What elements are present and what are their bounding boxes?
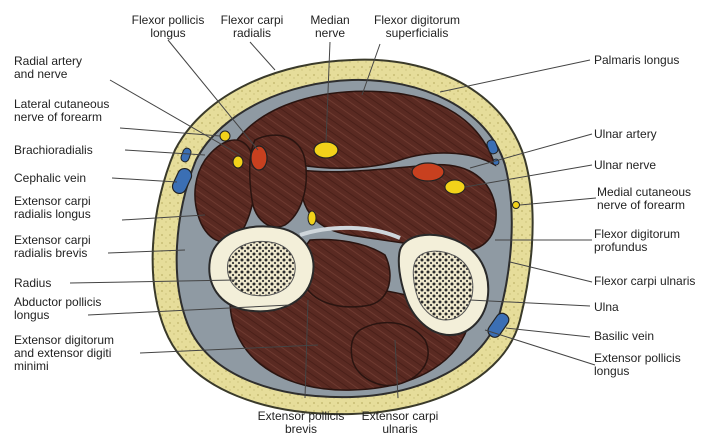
label-radial-artery-and-nerve: Radial artery and nerve [14,55,124,81]
label-extensor-pollicis-longus: Extensor pollicis longus [594,352,699,378]
ulnar-artery-dot [412,163,444,181]
lateral-cutaneous-nerve-dot [220,131,230,141]
label-cephalic-vein: Cephalic vein [14,172,114,185]
label-flexor-digitorum-profundus: Flexor digitorum profundus [594,228,699,254]
label-extensor-pollicis-brevis: Extensor pollicis brevis [246,410,356,436]
median-nerve-dot [314,142,338,158]
label-lateral-cutaneous-nerve: Lateral cutaneous nerve of forearm [14,98,134,124]
label-radius: Radius [14,277,74,290]
label-extensor-digitorum: Extensor digitorum and extensor digiti m… [14,334,144,373]
label-flexor-digitorum-superficialis: Flexor digitorum superficialis [362,14,472,40]
label-ulnar-artery: Ulnar artery [594,128,694,141]
label-abductor-pollicis-longus: Abductor pollicis longus [14,296,134,322]
ulnar-extensor-muscle [351,323,428,386]
radius-bone [209,226,313,311]
label-extensor-carpi-radialis-brevis: Extensor carpi radialis brevis [14,234,129,260]
label-brachioradialis: Brachioradialis [14,144,124,157]
label-basilic-vein: Basilic vein [594,330,694,343]
deep-extensor-muscle [301,240,390,307]
label-extensor-carpi-ulnaris: Extensor carpi ulnaris [350,410,450,436]
radial-nerve-dot [233,156,243,168]
label-median-nerve: Median nerve [300,14,360,40]
label-palmaris-longus: Palmaris longus [594,54,699,67]
deep-nerve-dot [308,211,316,225]
label-flexor-carpi-radialis: Flexor carpi radialis [210,14,294,40]
ulnar-nerve-dot [445,180,465,194]
radial-artery [251,146,267,170]
label-ulnar-nerve: Ulnar nerve [594,159,694,172]
label-extensor-carpi-radialis-longus: Extensor carpi radialis longus [14,195,134,221]
label-ulna: Ulna [594,301,654,314]
label-flexor-carpi-ulnaris: Flexor carpi ulnaris [594,275,704,288]
label-flexor-pollicis-longus: Flexor pollicis longus [120,14,216,40]
medial-cutaneous-nerve-dot [513,202,520,209]
label-medial-cutaneous-nerve: Medial cutaneous nerve of forearm [597,186,702,212]
